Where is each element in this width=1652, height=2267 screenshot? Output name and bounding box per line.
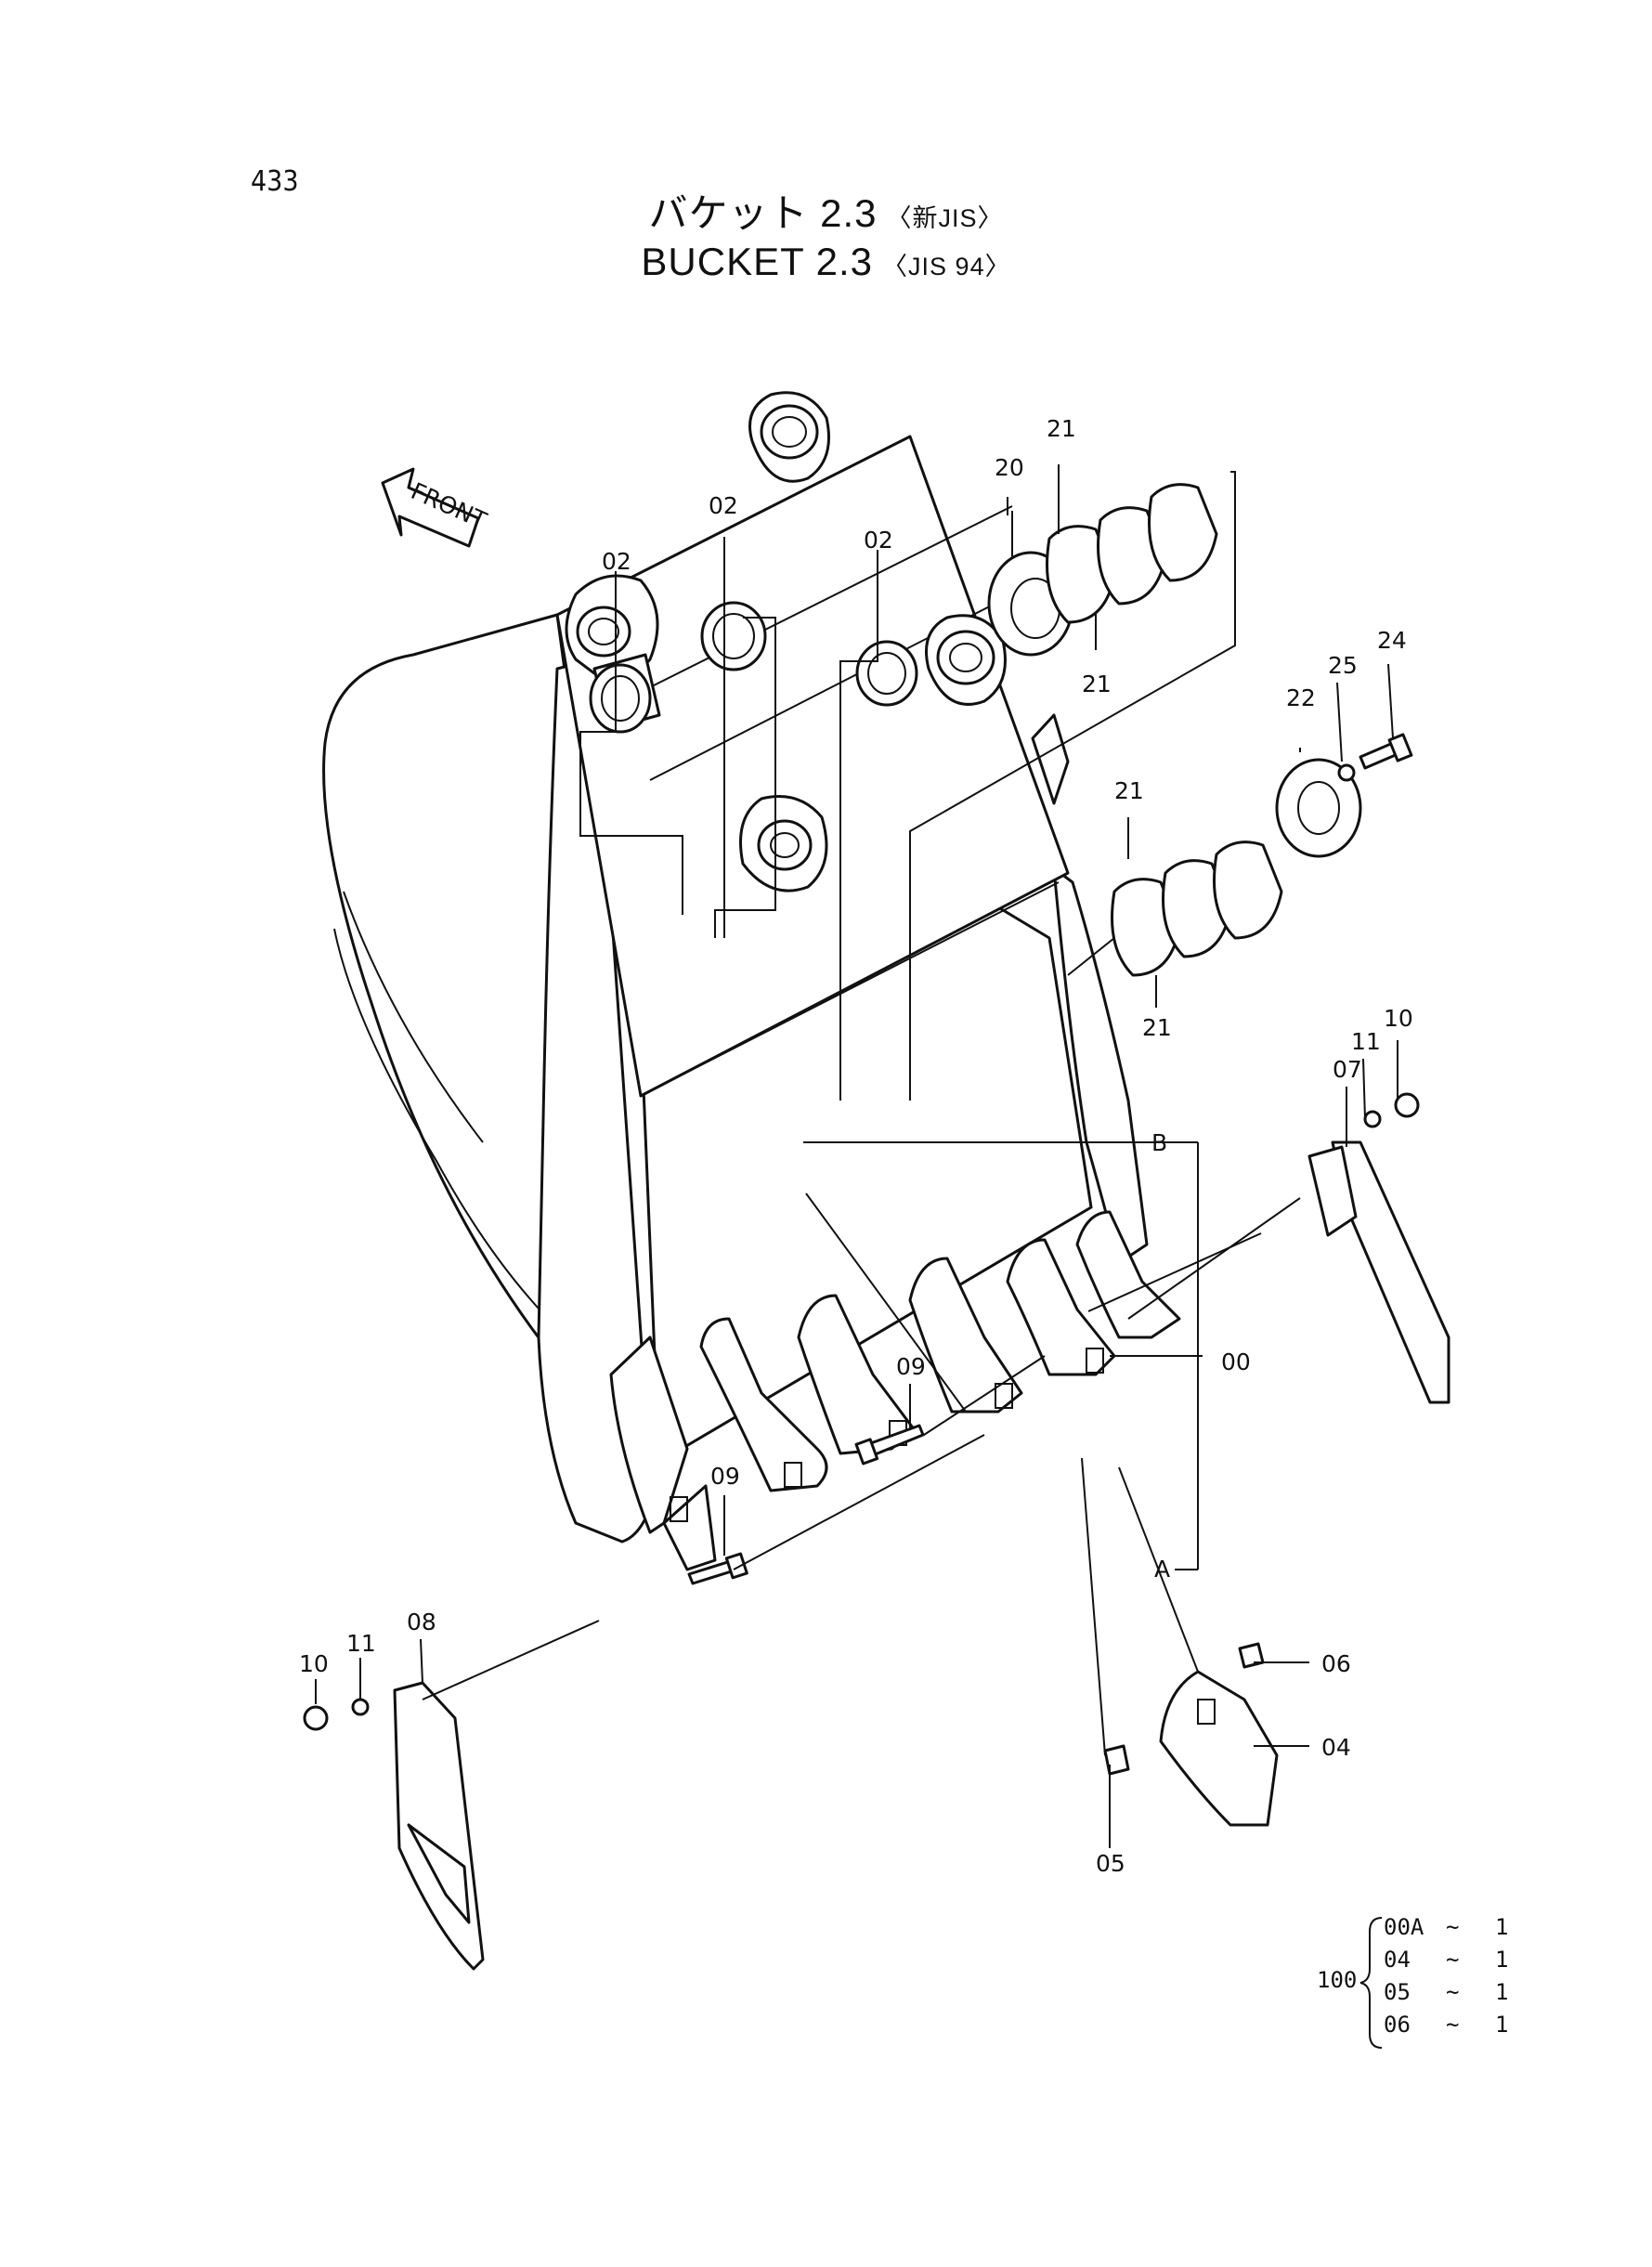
bom-row-1-qty: 1 — [1495, 1914, 1508, 1940]
bushing-02-right — [855, 640, 918, 707]
bom-row-2-qty: 1 — [1495, 1947, 1508, 1973]
bom-row-3-sep: ~ — [1446, 1979, 1459, 2005]
callout-11-right: 11 — [1351, 1028, 1381, 1055]
shims-21-lower — [1111, 840, 1283, 977]
callout-21-lower-top: 21 — [1114, 777, 1144, 804]
pin-05 — [1103, 1744, 1130, 1776]
nut-10-left — [303, 1705, 329, 1731]
assembly-number: 100 — [1317, 1967, 1357, 1993]
callout-08: 08 — [407, 1609, 436, 1635]
callout-07: 07 — [1333, 1056, 1362, 1083]
title-japanese: バケット 2.3 〈新JIS〉 — [0, 182, 1652, 239]
bom-row-1-part: 00A — [1384, 1914, 1424, 1940]
title-en-main: BUCKET 2.3 — [641, 240, 874, 283]
bom-row-2-sep: ~ — [1446, 1947, 1459, 1973]
title-english: BUCKET 2.3 〈JIS 94〉 — [0, 240, 1652, 284]
callout-09-lower: 09 — [710, 1463, 740, 1490]
callout-09-upper: 09 — [896, 1353, 926, 1380]
bushing-parts — [589, 601, 918, 734]
callout-22: 22 — [1286, 684, 1316, 711]
title-jp-sub: 〈新JIS〉 — [886, 204, 1004, 232]
callout-06: 06 — [1321, 1650, 1351, 1677]
callout-24: 24 — [1377, 627, 1407, 654]
callout-B: B — [1151, 1129, 1167, 1156]
bom-row-4-part: 06 — [1384, 2012, 1411, 2038]
callout-11-left: 11 — [346, 1630, 376, 1657]
callout-A: A — [1154, 1556, 1170, 1583]
washer-11-right — [1363, 1110, 1382, 1128]
callout-21-upper-bottom: 21 — [1082, 671, 1112, 697]
bolt-09-upper — [854, 1424, 925, 1466]
tooth-04 — [1159, 1670, 1279, 1827]
washer-11-left — [351, 1698, 370, 1716]
callout-25: 25 — [1328, 652, 1358, 679]
callout-labels: 02 02 02 20 21 21 21 21 22 24 25 10 11 0… — [299, 415, 1413, 1877]
callout-02-right: 02 — [864, 527, 893, 554]
callout-10-left: 10 — [299, 1650, 329, 1677]
callout-05: 05 — [1096, 1850, 1125, 1877]
bushing-02-left — [589, 653, 661, 734]
bucket-teeth — [609, 1210, 1181, 1571]
front-arrow-icon: FRONT — [381, 467, 491, 548]
callout-21-top: 21 — [1047, 415, 1076, 442]
callout-02-left: 02 — [602, 548, 631, 575]
bom-row-2-part: 04 — [1384, 1947, 1411, 1973]
bushing-02-middle — [700, 601, 767, 671]
callout-02-middle: 02 — [709, 492, 738, 519]
side-cutter-07 — [1307, 1140, 1450, 1404]
bom-row-3-part: 05 — [1384, 1979, 1411, 2005]
lock-06 — [1238, 1642, 1265, 1669]
bom-row-4-qty: 1 — [1495, 2012, 1508, 2038]
leader-lines — [315, 464, 1398, 1848]
page-number: 433 — [251, 165, 299, 198]
assembly-table: 100 00A ~ 1 04 ~ 1 05 ~ 1 06 ~ 1 — [1317, 1914, 1508, 2049]
side-cutter-08 — [393, 1681, 485, 1971]
callout-21-lower-bottom: 21 — [1142, 1014, 1172, 1041]
title-jp-main: バケット 2.3 — [648, 191, 878, 235]
shims-21-upper — [1046, 483, 1218, 624]
bucket-body — [322, 391, 1149, 1544]
title-en-sub: 〈JIS 94〉 — [882, 253, 1011, 280]
callout-04: 04 — [1321, 1734, 1351, 1761]
washer-25 — [1337, 763, 1356, 782]
callout-20: 20 — [995, 454, 1024, 481]
nut-10-right — [1394, 1092, 1420, 1118]
bom-row-3-qty: 1 — [1495, 1979, 1508, 2005]
callout-10-right: 10 — [1384, 1005, 1413, 1032]
bolt-24 — [1359, 733, 1413, 770]
bom-row-1-sep: ~ — [1446, 1914, 1459, 1940]
bom-row-4-sep: ~ — [1446, 2012, 1459, 2038]
flange-22 — [1275, 758, 1362, 858]
callout-00: 00 — [1221, 1348, 1251, 1375]
